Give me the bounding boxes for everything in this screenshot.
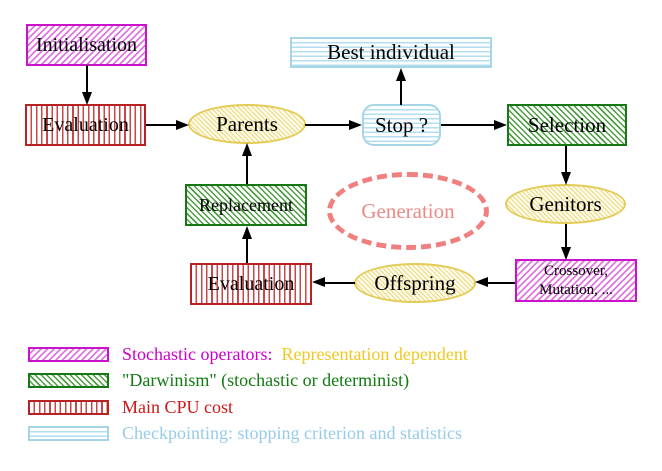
node-genitors-label: Genitors <box>529 191 602 216</box>
arrow-evaluation-to-parents-head <box>176 120 189 130</box>
arrow-evaluation-to-replacement-line <box>246 239 248 263</box>
arrow-selection-to-genitors-head <box>561 172 571 185</box>
arrow-initialisation-to-evaluation-line <box>86 65 88 95</box>
arrow-replacement-to-parents-head <box>242 143 252 156</box>
legend-swatch-green-hatch <box>28 372 109 388</box>
arrow-offspring-to-evaluation-line <box>324 282 355 284</box>
legend-label-main-cpu-cost: Main CPU cost <box>122 396 234 417</box>
node-parents-label: Parents <box>216 111 278 136</box>
node-offspring: Offspring <box>354 263 476 303</box>
arrow-offspring-to-evaluation-head <box>312 277 325 287</box>
legend-swatch-magenta-hatch <box>28 346 109 362</box>
arrow-stop-to-selection-line <box>441 124 495 126</box>
node-parents: Parents <box>188 104 306 144</box>
arrow-parents-to-stop-line <box>305 124 351 126</box>
arrow-crossover-to-offspring-head <box>475 277 488 287</box>
node-initialisation-label: Initialisation <box>35 33 138 56</box>
node-replacement-label: Replacement <box>199 194 293 215</box>
arrow-genitors-to-crossover-line <box>565 224 567 249</box>
node-genitors: Genitors <box>505 184 626 224</box>
legend-label-representation-dependent: Representation dependent <box>281 343 468 364</box>
node-evaluation-top: Evaluation <box>25 104 146 146</box>
node-evaluation-top-label: Evaluation <box>42 113 129 136</box>
arrow-selection-to-genitors-line <box>565 146 567 174</box>
arrow-initialisation-to-evaluation-head <box>82 92 92 105</box>
legend-label-stochastic-operators: Stochastic operators: <box>122 343 273 364</box>
node-selection: Selection <box>507 104 627 146</box>
node-evaluation-bottom-label: Evaluation <box>207 272 295 295</box>
arrow-parents-to-stop-head <box>349 120 362 130</box>
arrow-stop-to-selection-head <box>494 120 507 130</box>
node-replacement: Replacement <box>185 184 307 226</box>
node-crossover-mutation: Crossover, Mutation, ... <box>515 259 637 302</box>
node-stop-label: Stop ? <box>374 112 429 137</box>
legend-label-checkpointing: Checkpointing: stopping criterion and st… <box>122 422 462 443</box>
arrow-stop-to-best-individual-head <box>396 68 406 81</box>
node-initialisation: Initialisation <box>26 24 147 66</box>
node-selection-label: Selection <box>527 112 607 137</box>
legend-row-checkpointing: Checkpointing: stopping criterion and st… <box>28 422 462 443</box>
node-best-individual-label: Best individual <box>327 40 455 64</box>
node-stop: Stop ? <box>362 104 441 146</box>
node-generation: Generation <box>327 172 489 250</box>
node-mutation-label: Mutation, ... <box>539 281 613 298</box>
legend-swatch-cyan-stripes <box>28 425 109 441</box>
arrow-replacement-to-parents-line <box>246 156 248 184</box>
arrow-genitors-to-crossover-head <box>561 247 571 260</box>
node-best-individual: Best individual <box>290 37 492 68</box>
legend-swatch-red-stripes <box>28 399 109 415</box>
arrow-crossover-to-offspring-line <box>487 282 515 284</box>
arrow-stop-to-best-individual-line <box>400 80 402 105</box>
legend-row-darwinism: "Darwinism" (stochastic or determinist) <box>28 369 410 390</box>
arrow-evaluation-to-parents-line <box>146 124 178 126</box>
legend-row-main-cpu-cost: Main CPU cost <box>28 396 234 417</box>
node-crossover-label: Crossover, <box>544 262 608 279</box>
node-offspring-label: Offspring <box>374 270 456 295</box>
node-evaluation-bottom: Evaluation <box>190 263 312 305</box>
arrow-evaluation-to-replacement-head <box>242 226 252 239</box>
legend-row-stochastic-operators: Stochastic operators: Representation dep… <box>28 343 468 364</box>
node-generation-label: Generation <box>361 198 455 223</box>
legend-label-darwinism: "Darwinism" (stochastic or determinist) <box>122 369 410 390</box>
